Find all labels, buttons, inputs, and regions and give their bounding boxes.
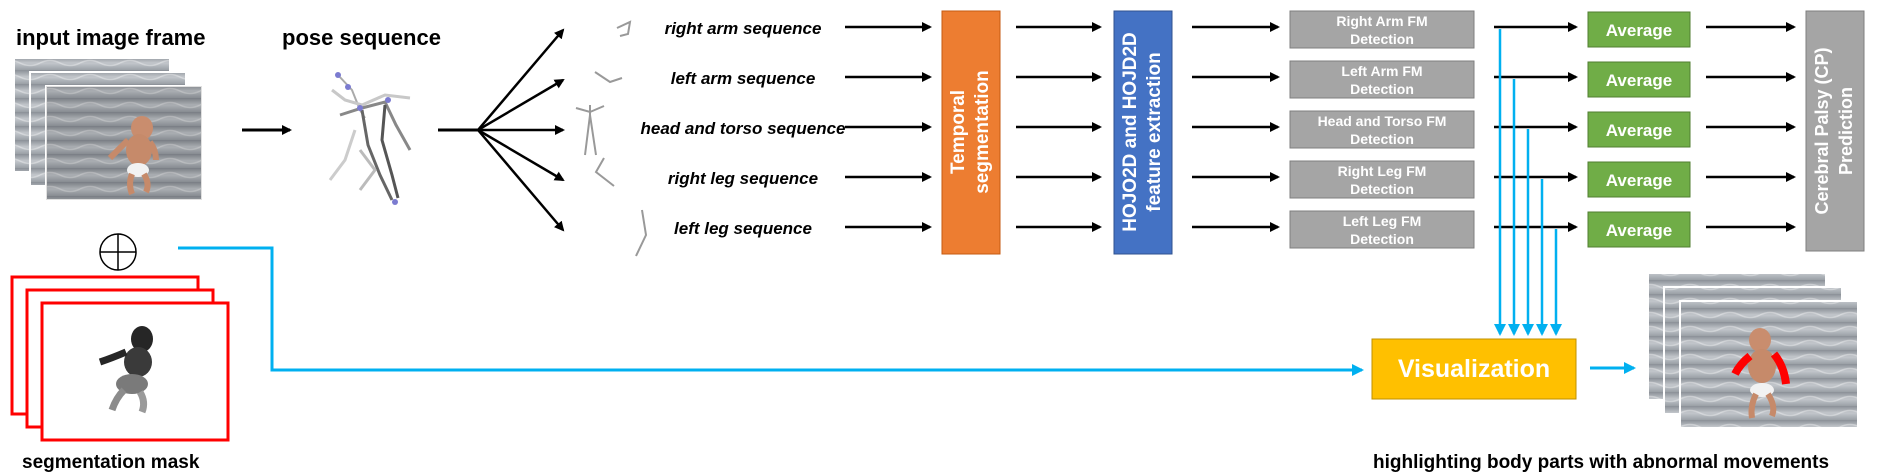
- visualization-box: Visualization: [1371, 338, 1577, 400]
- sequence-labels: right arm sequence left arm sequence hea…: [641, 19, 846, 238]
- fm-label: Detection: [1350, 181, 1414, 197]
- combine-symbol: [99, 233, 137, 271]
- average-label: Average: [1606, 21, 1672, 40]
- sequence-label: left arm sequence: [671, 69, 816, 88]
- fm-label: Left Arm FM: [1341, 63, 1422, 79]
- visualization-label: Visualization: [1398, 355, 1550, 383]
- fm-label: Detection: [1350, 131, 1414, 147]
- fm-box-left-arm: Left Arm FM Detection: [1289, 60, 1475, 99]
- arrows-fm-to-average: [1494, 22, 1578, 232]
- arrows-average-to-cp: [1706, 22, 1796, 232]
- fm-box-head-torso: Head and Torso FM Detection: [1289, 110, 1475, 149]
- cp-prediction-box: Cerebral Palsy (CP) Prediction: [1805, 10, 1865, 252]
- fm-box-left-leg: Left Leg FM Detection: [1289, 210, 1475, 249]
- temporal-label-2: segmentation: [972, 70, 993, 194]
- cp-label-1: Cerebral Palsy (CP): [1812, 47, 1832, 214]
- fm-label: Detection: [1350, 231, 1414, 247]
- sequence-label: right leg sequence: [668, 169, 818, 188]
- limb-skeletons: [575, 20, 648, 257]
- average-label: Average: [1606, 71, 1672, 90]
- segmentation-mask-label: segmentation mask: [22, 452, 200, 473]
- temporal-segmentation-box: Temporal segmentation: [941, 10, 1001, 255]
- fm-label: Right Arm FM: [1336, 13, 1427, 29]
- fm-label: Left Leg FM: [1343, 213, 1422, 229]
- arrows-feature-to-fm: [1192, 22, 1280, 232]
- highlight-label: highlighting body parts with abnormal mo…: [1373, 452, 1829, 473]
- feature-label-1: HOJO2D and HOJD2D: [1120, 32, 1141, 232]
- fm-label: Right Leg FM: [1338, 163, 1427, 179]
- fm-box-right-leg: Right Leg FM Detection: [1289, 160, 1475, 199]
- input-to-visualization-connector: [178, 246, 1364, 376]
- fm-detection-boxes: Right Arm FM Detection Left Arm FM Detec…: [1289, 10, 1475, 249]
- average-label: Average: [1606, 221, 1672, 240]
- pose-sequence-label: pose sequence: [282, 25, 441, 50]
- average-label: Average: [1606, 121, 1672, 140]
- fm-label: Head and Torso FM: [1318, 113, 1447, 129]
- arrows-temporal-to-feature: [1016, 22, 1102, 232]
- input-frames: [13, 57, 203, 201]
- feature-extraction-box: HOJO2D and HOJD2D feature extraction: [1113, 10, 1173, 255]
- segmentation-mask-frames: [10, 275, 230, 442]
- average-boxes: Average Average Average Average Average: [1587, 11, 1691, 248]
- output-frames: [1647, 272, 1859, 429]
- fm-to-visualization-connectors: [1494, 29, 1562, 336]
- infant-image: [107, 116, 159, 196]
- fm-label: Detection: [1350, 31, 1414, 47]
- arrows-seq-to-temporal: [845, 22, 932, 232]
- sequence-label: left leg sequence: [674, 219, 812, 238]
- infant-highlighted-image: [1731, 328, 1790, 419]
- fm-box-right-arm: Right Arm FM Detection: [1289, 10, 1475, 49]
- feature-label-2: feature extraction: [1144, 52, 1165, 211]
- split-arrows: [477, 28, 565, 232]
- average-label: Average: [1606, 171, 1672, 190]
- cp-label-2: Prediction: [1836, 87, 1856, 175]
- fm-label: Detection: [1350, 81, 1414, 97]
- input-frame-label: input image frame: [16, 25, 205, 50]
- pose-skeleton: [328, 72, 412, 205]
- temporal-label-1: Temporal: [948, 90, 969, 174]
- mask-silhouette: [98, 326, 153, 414]
- sequence-label: head and torso sequence: [641, 119, 846, 138]
- sequence-label: right arm sequence: [665, 19, 822, 38]
